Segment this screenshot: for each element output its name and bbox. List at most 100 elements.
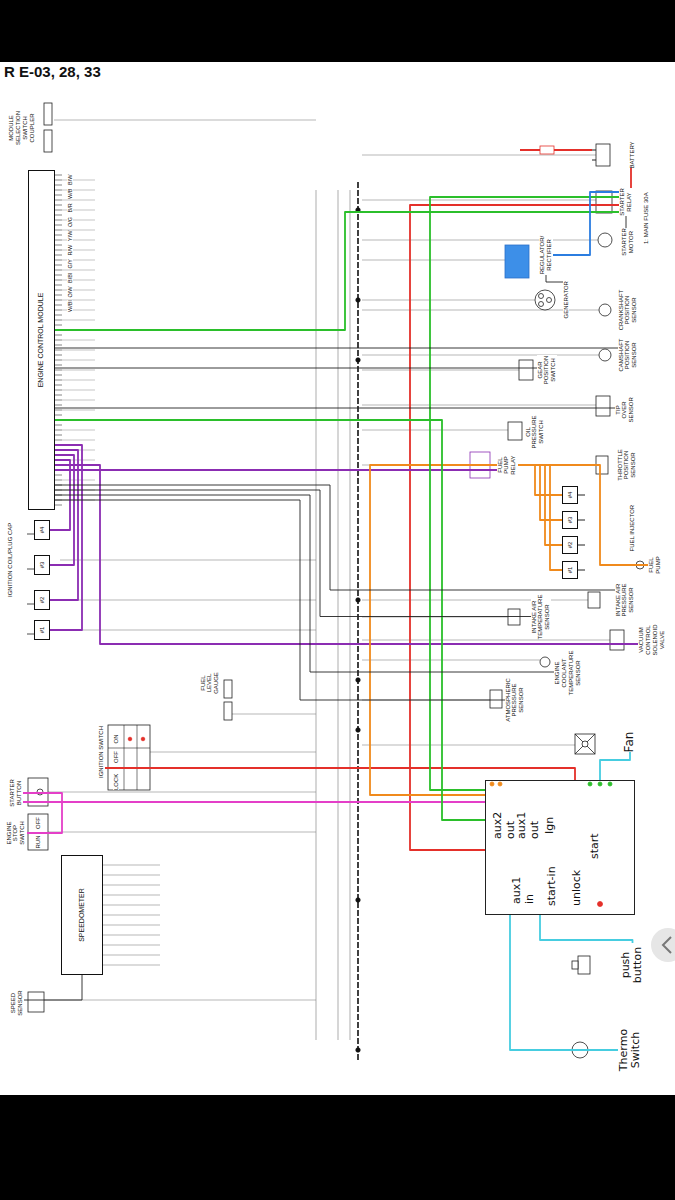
terminal-label: unlock	[571, 870, 584, 906]
component-wire	[362, 745, 575, 746]
ecm-pin	[55, 475, 62, 476]
meter-wire	[103, 895, 160, 896]
wire-code: O/W	[67, 287, 73, 298]
meter-wire	[103, 875, 160, 876]
ecm-pin	[55, 325, 62, 326]
component-name: BATTERY	[629, 142, 636, 169]
label-slot: LOCK	[113, 774, 120, 790]
component-name: #1	[567, 567, 574, 574]
component-wire	[362, 600, 588, 601]
button-symbol	[578, 956, 590, 974]
fan-symbol	[575, 734, 595, 754]
harness-line	[350, 190, 351, 1040]
ecm-pin	[55, 285, 62, 286]
ecm-wire	[62, 430, 95, 431]
splice-dot	[356, 358, 360, 362]
contact-dot	[128, 737, 132, 741]
relay-label: STARTER RELAY	[619, 188, 633, 216]
terminal-dot	[598, 782, 602, 786]
ecm-wire	[62, 360, 95, 361]
plug-lead	[27, 604, 34, 605]
component-name: GENERATOR	[563, 282, 570, 319]
label-slot: OFF	[113, 751, 120, 763]
component-name: Fan	[623, 732, 637, 753]
component-name: CAMSHAFT POSITION SENSOR	[618, 335, 639, 375]
wire-code: R/W	[67, 245, 73, 256]
component-name: IGNITION SWITCH	[98, 726, 105, 778]
sensor-symbol	[490, 690, 502, 708]
component-name: #2	[567, 542, 574, 549]
generator-label: GENERATOR	[563, 282, 570, 319]
wire-connector	[630, 168, 632, 188]
ecm-pin	[55, 200, 62, 201]
coupler-symbol	[224, 680, 232, 698]
component-name: MODULE SELECTION SWITCH COUPLER	[8, 107, 36, 149]
ecm-pin	[55, 210, 62, 211]
ecm-pin	[55, 205, 62, 206]
component-name: FUEL PUMP	[648, 554, 662, 576]
ecm-pin	[55, 300, 62, 301]
splice-dot	[356, 898, 360, 902]
battery-symbol	[596, 144, 610, 166]
ecm-pin	[55, 180, 62, 181]
label-slot: B/W	[67, 175, 73, 185]
solenoid-label: VACUUM CONTROL SOLENOID VALVE	[638, 615, 666, 665]
terminal-label: Ign	[544, 817, 557, 834]
battery-post	[592, 160, 596, 161]
component-name: INTAKE AIR TEMPERATURE SENSOR	[531, 595, 552, 640]
sensor-symbol	[28, 992, 44, 1012]
button-cap	[572, 961, 578, 969]
component-name: FUEL PUMP RELAY	[497, 454, 518, 476]
switch-position: RUN	[35, 836, 42, 849]
component-name: FUEL LEVEL GAUGE	[200, 668, 221, 698]
meter-wire	[103, 915, 160, 916]
switch-position: OFF	[35, 817, 42, 829]
ecm-pin	[55, 190, 62, 191]
terminal-dot	[490, 782, 494, 786]
coil-box: #4	[34, 520, 50, 540]
switch-label: OIL PRESSURE SWITCH	[525, 416, 546, 449]
fan-label: Fan	[623, 732, 637, 753]
component-name: #4	[567, 492, 574, 499]
wire-connector	[518, 465, 562, 545]
relay-label: FUEL PUMP RELAY	[497, 454, 518, 476]
motor-label: STARTER MOTOR	[621, 228, 635, 256]
switch-table	[108, 725, 150, 790]
wire-connector	[23, 793, 62, 833]
ecm-pin	[55, 370, 62, 371]
terminal-slot: aux2 out	[492, 805, 517, 839]
component-name: INTAKE AIR PRESSURE SENSOR	[615, 582, 636, 618]
battery-post	[592, 150, 596, 151]
pump-label: FUEL PUMP	[648, 554, 662, 576]
wire-connector	[55, 465, 638, 644]
component-name: OIL PRESSURE SWITCH	[525, 416, 546, 449]
ecm-wire	[62, 380, 95, 381]
component-name: ENGINE CONTROL MODULE	[37, 293, 45, 388]
wire-connector	[370, 465, 497, 795]
ecm-pin	[55, 175, 62, 176]
component-name: #2	[39, 597, 46, 604]
terminal-label: aux2 out	[492, 805, 517, 839]
component-wire	[44, 1000, 316, 1001]
ecm-wire	[62, 350, 95, 351]
component-name: THROTTLE POSITION SENSOR	[617, 447, 638, 483]
component-name: STARTER BUTTON	[9, 776, 23, 810]
ecm-wire	[62, 400, 95, 401]
nozzle-symbol	[578, 495, 585, 496]
ecm-pin	[55, 320, 62, 321]
ecm-pin	[55, 265, 62, 266]
sensor-label: CAMSHAFT POSITION SENSOR	[618, 335, 639, 375]
back-button	[651, 928, 675, 962]
component-wire	[232, 714, 316, 715]
sensor-label: ENGINE COOLANT TEMPERATURE SENSOR	[554, 650, 582, 696]
splice-dot	[356, 728, 360, 732]
ecm-pin	[55, 295, 62, 296]
wire-connector	[23, 801, 485, 803]
connector-label: MODULE SELECTION SWITCH COUPLER	[8, 107, 36, 149]
label-slot: OFF	[35, 817, 42, 829]
fan-hub	[582, 741, 588, 747]
battery-label: BATTERY	[629, 142, 636, 169]
table-cell: OFF	[113, 751, 120, 763]
coil-box: #3	[34, 555, 50, 575]
